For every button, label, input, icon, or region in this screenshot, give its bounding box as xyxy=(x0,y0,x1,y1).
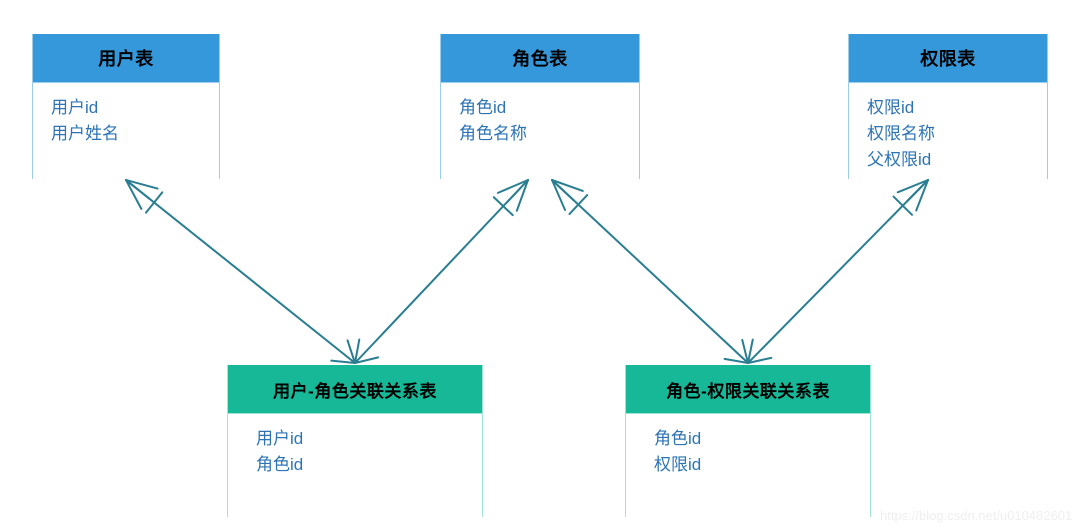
field-permission-2: 父权限id xyxy=(867,150,932,169)
crow-foot-prong-1 xyxy=(551,179,575,202)
relationship-line xyxy=(551,179,749,364)
field-user-1: 用户姓名 xyxy=(51,124,119,143)
arrowhead-left xyxy=(723,357,749,364)
arrowhead-left xyxy=(354,338,361,364)
entity-fields-permission: 权限id 权限名称父权限id xyxy=(849,82,1047,179)
crow-foot-prong-0 xyxy=(915,179,929,212)
cardinality-one-tick xyxy=(145,191,164,214)
entity-header-role: 角色表 xyxy=(441,34,639,82)
crow-foot-prong-2 xyxy=(896,179,929,194)
entity-fields-role_permission: 角色id 权限id xyxy=(626,413,870,517)
relationship-rel-role-rolepermission[interactable] xyxy=(551,179,749,364)
relationship-line xyxy=(747,179,929,364)
entity-permission[interactable]: 权限表权限id 权限名称父权限id xyxy=(848,34,1048,179)
cardinality-one-tick xyxy=(892,195,914,216)
field-permission-0: 权限id xyxy=(867,98,915,117)
cardinality-one-tick xyxy=(568,194,589,216)
entity-role_permission[interactable]: 角色-权限关联关系表角色id 权限id xyxy=(625,365,871,517)
entity-header-permission: 权限表 xyxy=(849,34,1047,82)
entity-user_role[interactable]: 用户-角色关联关系表用户id 角色id xyxy=(227,365,483,517)
arrowhead-right xyxy=(747,356,773,364)
relationship-rel-role-userrole[interactable] xyxy=(354,179,529,364)
field-role-1: 角色名称 xyxy=(459,124,527,143)
entity-role[interactable]: 角色表角色id 角色名称 xyxy=(440,34,640,179)
relationship-rel-user-userrole[interactable] xyxy=(125,179,356,364)
entity-user[interactable]: 用户表用户id 用户姓名 xyxy=(32,34,220,179)
crow-foot-prong-1 xyxy=(506,179,529,203)
arrowhead-right xyxy=(354,356,380,364)
field-permission-1: 权限名称 xyxy=(867,124,935,143)
field-user-0: 用户id xyxy=(51,98,99,117)
arrowhead-right xyxy=(346,339,356,364)
crow-foot-prong-0 xyxy=(125,179,159,190)
relationship-line xyxy=(125,179,356,364)
field-user_role-0: 用户id xyxy=(256,429,304,448)
arrowhead-left xyxy=(330,359,356,364)
relationship-rel-permission-rolepermission[interactable] xyxy=(747,179,929,364)
field-role_permission-1: 权限id xyxy=(654,455,702,474)
crow-foot-prong-2 xyxy=(125,179,143,210)
field-user_role-1: 角色id xyxy=(256,455,304,474)
cardinality-one-tick xyxy=(492,196,514,217)
arrowhead-left xyxy=(747,338,754,364)
entity-header-role_permission: 角色-权限关联关系表 xyxy=(626,365,870,413)
entity-fields-user: 用户id 用户姓名 xyxy=(33,82,219,179)
entity-header-user: 用户表 xyxy=(33,34,219,82)
entity-fields-role: 角色id 角色名称 xyxy=(441,82,639,179)
crow-foot-prong-0 xyxy=(551,179,584,192)
relationship-line xyxy=(354,179,529,364)
crow-foot-prong-2 xyxy=(551,179,567,211)
field-role-0: 角色id xyxy=(459,98,507,117)
entity-fields-user_role: 用户id 角色id xyxy=(228,413,482,517)
field-role_permission-0: 角色id xyxy=(654,429,702,448)
crow-foot-prong-1 xyxy=(905,179,929,203)
entity-header-user_role: 用户-角色关联关系表 xyxy=(228,365,482,413)
crow-foot-prong-1 xyxy=(125,179,151,200)
crow-foot-prong-0 xyxy=(515,179,529,212)
watermark: https://blog.csdn.net/u010482601 xyxy=(880,508,1073,523)
arrowhead-right xyxy=(741,338,749,364)
crow-foot-prong-2 xyxy=(496,179,529,194)
